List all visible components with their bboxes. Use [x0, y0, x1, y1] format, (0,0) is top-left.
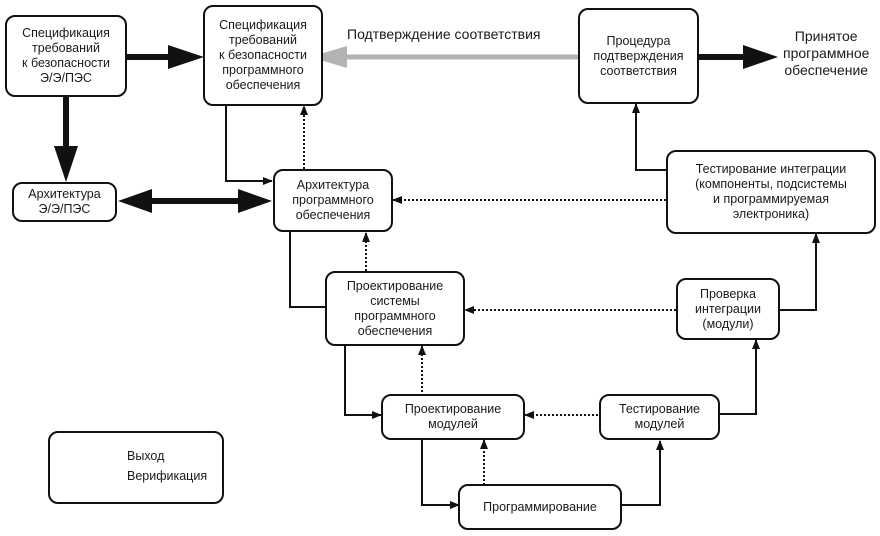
legend-verification-label: Верификация — [127, 469, 208, 483]
node-ees-safety-spec: Спецификация требований к безопасности Э… — [5, 15, 127, 97]
thick-arrow-accepted — [699, 45, 778, 69]
node-integration-testing: Тестирование интеграции (компоненты, под… — [666, 150, 876, 234]
thick-arrow-spec-to-arch — [54, 97, 78, 182]
out-moddesign-to-coding — [421, 438, 460, 509]
node-sw-safety-spec: Спецификация требований к безопасности п… — [203, 5, 323, 106]
legend — [48, 431, 224, 504]
out-swarch-to-design — [289, 232, 326, 308]
thick-arrow-spec-to-swspec — [126, 45, 204, 69]
node-sw-architecture: Архитектура программного обеспечения — [273, 169, 393, 232]
node-module-design: Проектирование модулей — [381, 394, 525, 440]
node-module-testing: Тестирование модулей — [599, 394, 720, 440]
node-integration-check: Проверка интеграции (модули) — [676, 278, 780, 340]
legend-output-label: Выход — [127, 449, 165, 463]
out-coding-to-modtest — [622, 440, 664, 506]
node-ees-architecture: Архитектура Э/Э/ПЭС — [12, 182, 117, 222]
out-modtest-to-intcheck — [720, 339, 760, 415]
node-coding: Программирование — [458, 484, 622, 530]
thick-double-arrow-arch — [118, 189, 272, 213]
node-validation-procedure: Процедура подтверждения соответствия — [578, 8, 699, 104]
validation-label: Подтверждение соответствия — [347, 26, 541, 42]
out-swspec-to-swarch — [225, 104, 273, 185]
out-design-to-moddesign — [344, 345, 382, 419]
accepted-software-label: Принятое программное обеспечение — [783, 28, 870, 78]
out-intcheck-to-inttest — [780, 233, 820, 311]
node-sw-system-design: Проектирование системы программного обес… — [325, 271, 465, 346]
out-inttest-to-validation — [632, 103, 666, 171]
gray-validation-arrow — [310, 46, 580, 68]
